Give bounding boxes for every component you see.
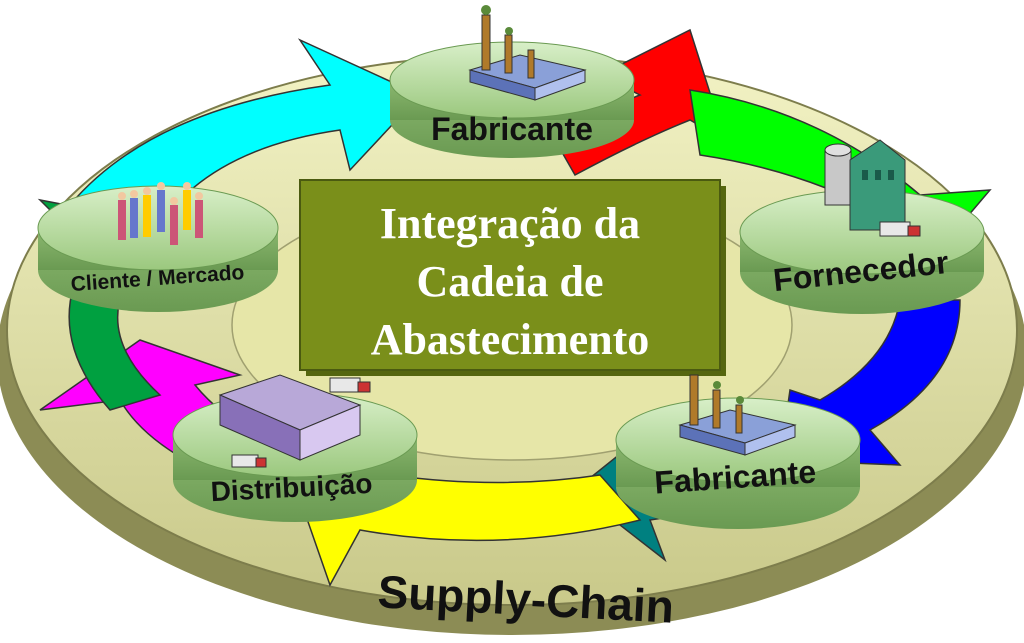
center-box: Integração da Cadeia de Abastecimento bbox=[299, 179, 726, 376]
node-bottom-manufacturer: Fabricante bbox=[615, 374, 861, 529]
center-title-line1: Integração da bbox=[380, 199, 640, 248]
center-title-line3: Abastecimento bbox=[371, 315, 650, 364]
node-label-top-manufacturer: Fabricante bbox=[431, 111, 593, 147]
people-group-icon bbox=[118, 182, 203, 245]
node-top-manufacturer: Fabricante bbox=[389, 5, 635, 158]
warehouse-silo-icon bbox=[824, 139, 921, 237]
node-customer: Cliente / Mercado bbox=[37, 182, 279, 312]
factory-icon bbox=[468, 5, 587, 101]
distribution-center-icon bbox=[218, 374, 371, 468]
node-supplier: Fornecedor bbox=[739, 139, 985, 314]
node-distribution: Distribuição bbox=[172, 374, 418, 522]
factory-icon bbox=[678, 374, 797, 456]
center-title-line2: Cadeia de bbox=[417, 257, 604, 306]
